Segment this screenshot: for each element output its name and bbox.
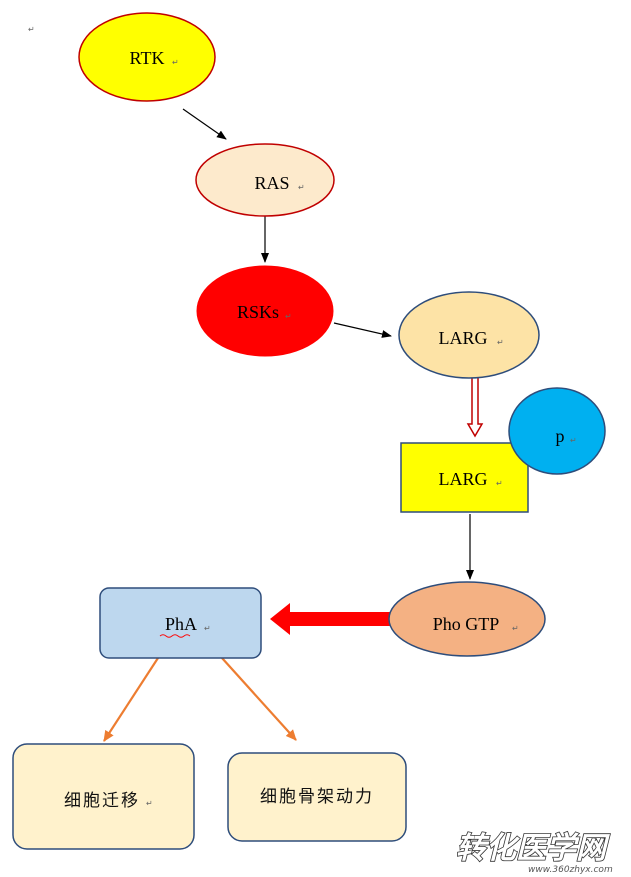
paragraph-mark-icon: ↵ <box>512 624 519 633</box>
node-larg-top-label: LARG <box>439 328 488 348</box>
node-ras-label: RAS <box>254 173 289 193</box>
watermark-text: 转化医学网 <box>456 831 610 866</box>
node-migration: 细胞迁移 ↵ <box>12 743 195 850</box>
thick-arrow-pho-gtp-to-pha <box>270 603 392 635</box>
node-cytoskeleton: 细胞骨架动力 <box>227 752 407 842</box>
node-pho-gtp-label: Pho GTP <box>433 614 500 634</box>
node-larg-box-label: LARG <box>439 469 488 489</box>
spellcheck-underline <box>159 634 191 638</box>
arrow-pha-to-cytoskeleton <box>221 657 297 741</box>
arrow-pha-to-migration <box>103 657 159 742</box>
paragraph-mark-icon: ↵ <box>298 183 305 192</box>
node-pha-label: PhA <box>165 614 197 634</box>
paragraph-mark-icon: ↵ <box>570 436 577 445</box>
paragraph-mark-icon: ↵ <box>496 479 503 488</box>
paragraph-mark-icon: ↵ <box>285 312 292 321</box>
watermark-url: www.360zhyx.com <box>528 865 613 875</box>
node-migration-label: 细胞迁移 <box>64 791 140 811</box>
node-larg-box: LARG ↵ <box>400 442 529 513</box>
node-rsks-label: RSKs <box>237 302 279 322</box>
watermark-logo: 转化医学网 www.360zhyx.com <box>455 830 613 875</box>
node-rsks: RSKs ↵ <box>196 265 334 357</box>
node-pha: PhA ↵ <box>99 587 262 659</box>
arrow-rtk-to-ras <box>182 108 227 140</box>
paragraph-mark-icon: ↵ <box>204 624 211 633</box>
node-cytoskeleton-label: 细胞骨架动力 <box>260 787 374 807</box>
paragraph-mark-icon: ↵ <box>28 25 35 34</box>
paragraph-mark-icon: ↵ <box>497 338 504 347</box>
paragraph-mark-icon: ↵ <box>172 58 179 67</box>
node-p-label: p <box>556 426 565 446</box>
node-rtk-label: RTK <box>130 48 165 68</box>
paragraph-mark-icon: ↵ <box>146 799 153 808</box>
node-rtk: RTK ↵ <box>78 12 216 102</box>
node-p: p ↵ <box>508 387 606 475</box>
node-larg-top: LARG ↵ <box>398 291 540 379</box>
node-pho-gtp: Pho GTP ↵ <box>388 581 546 657</box>
node-ras: RAS ↵ <box>195 143 335 217</box>
hollow-arrow-larg-to-larg-box <box>466 376 484 438</box>
arrow-rsks-to-larg <box>333 322 392 338</box>
